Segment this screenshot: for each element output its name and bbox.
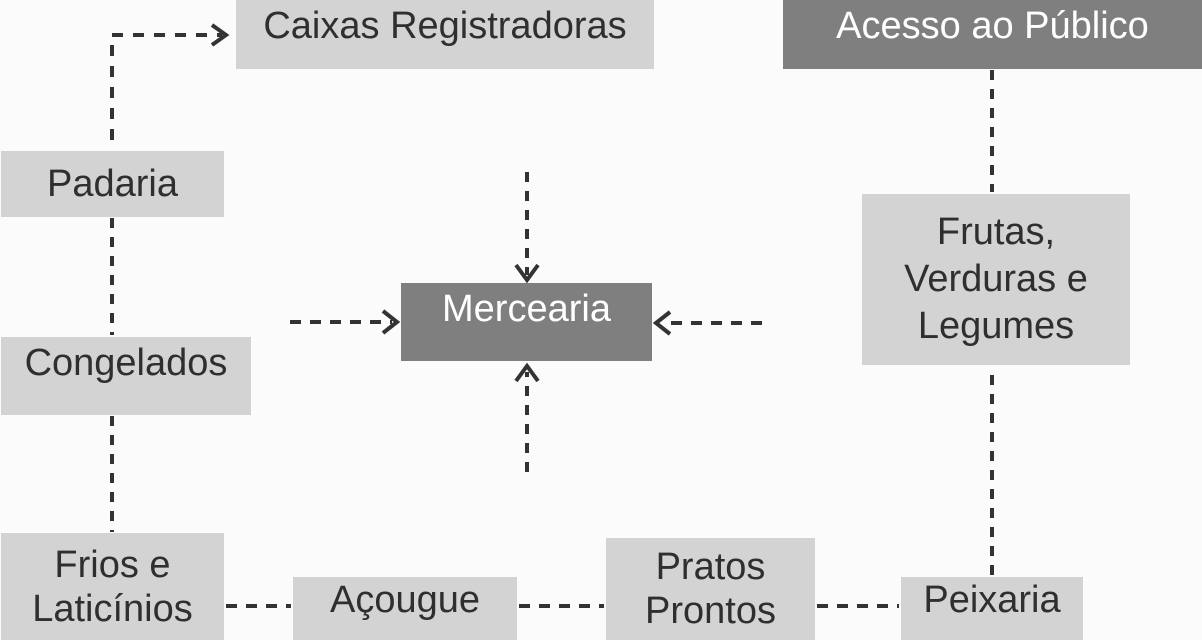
arrowhead-left-mercearia — [381, 309, 401, 335]
arrowhead-top-mercearia — [514, 263, 540, 284]
arrowhead-right-mercearia — [652, 310, 672, 336]
node-frios-laticinios: Frios e Laticínios — [1, 533, 224, 640]
connector-padaria-caixas — [110, 33, 222, 140]
arrowhead-bottom-mercearia — [514, 362, 540, 383]
node-mercearia: Mercearia — [401, 283, 652, 361]
node-pratos-prontos: Pratos Prontos — [606, 538, 815, 640]
node-caixas-registradoras: Caixas Registradoras — [236, 0, 654, 69]
node-acougue: Açougue — [293, 577, 517, 640]
node-peixaria: Peixaria — [901, 577, 1083, 640]
node-acesso-ao-publico: Acesso ao Público — [783, 0, 1202, 69]
node-padaria: Padaria — [1, 151, 224, 217]
node-congelados: Congelados — [1, 337, 251, 415]
arrowhead-caixas — [210, 23, 230, 47]
node-frutas-verduras-legumes: Frutas, Verduras e Legumes — [862, 194, 1130, 365]
